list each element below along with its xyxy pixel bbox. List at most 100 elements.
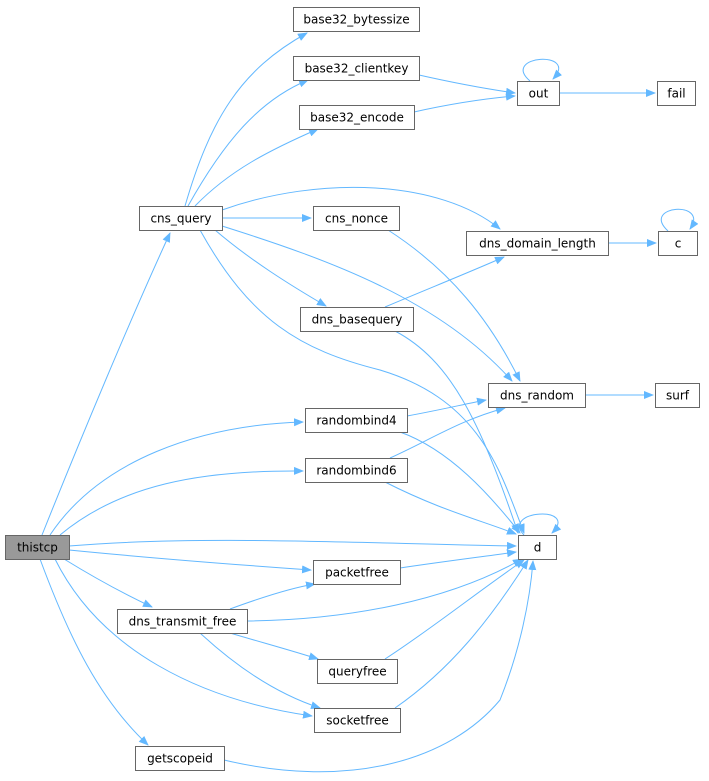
node-base32_bytessize[interactable]: base32_bytessize [293, 7, 420, 32]
node-box[interactable] [299, 105, 415, 130]
node-base32_clientkey[interactable]: base32_clientkey [293, 56, 420, 81]
edge-randombind4-to-d [399, 431, 521, 534]
node-label: randombind4 [316, 414, 396, 428]
node-box[interactable] [658, 231, 698, 256]
node-box[interactable] [305, 408, 408, 433]
edge-socketfree-to-d [394, 559, 529, 709]
node-dns_random[interactable]: dns_random [488, 383, 586, 408]
node-box[interactable] [300, 307, 414, 332]
node-box[interactable] [657, 81, 696, 106]
node-box[interactable] [139, 206, 223, 231]
edge-thistcp-to-dns_transmit_free [63, 558, 153, 608]
node-box[interactable] [314, 708, 401, 733]
node-box[interactable] [313, 560, 401, 585]
edge-queryfree-to-d [384, 559, 525, 660]
node-fail[interactable]: fail [657, 81, 696, 106]
nodes: thistcp cns_query base32_bytessize base32_c… [5, 7, 700, 771]
edge-base32_clientkey-to-out [418, 74, 516, 96]
node-box[interactable] [305, 458, 408, 483]
edge-randombind4-to-dns_random [406, 397, 487, 417]
edge-dns_transmit_free-to-socketfree [199, 632, 321, 710]
edge-thistcp-to-getscopeid [39, 558, 149, 746]
node-label: cns_query [150, 212, 211, 226]
edge-dns_basequery-to-dns_domain_length [384, 256, 505, 308]
node-randombind6[interactable]: randombind6 [305, 458, 408, 483]
edge-cns_query-to-base32_encode [194, 128, 319, 207]
edge-getscopeid-to-d [223, 560, 537, 773]
edge-randombind6-to-d [384, 481, 517, 535]
node-box[interactable] [117, 609, 248, 634]
node-label: surf [666, 389, 690, 403]
node-label: dns_random [500, 389, 574, 403]
node-label: randombind6 [316, 464, 396, 478]
edge-randombind6-to-dns_random [389, 406, 506, 459]
node-box[interactable] [488, 383, 586, 408]
node-d[interactable]: d [518, 535, 557, 560]
node-label: cns_nonce [325, 212, 388, 226]
edge-dns_transmit_free-to-packetfree [229, 581, 316, 610]
node-surf[interactable]: surf [655, 383, 700, 408]
node-label: thistcp [17, 541, 58, 555]
node-label: base32_clientkey [305, 62, 409, 76]
node-box[interactable] [135, 746, 225, 771]
edge-cns_query-to-d [199, 229, 525, 534]
node-label: queryfree [328, 665, 386, 679]
node-box[interactable] [518, 535, 557, 560]
edge-thistcp-to-d [68, 539, 517, 550]
node-label: socketfree [326, 714, 388, 728]
edge-cns_nonce-to-dns_random [387, 229, 521, 382]
node-queryfree[interactable]: queryfree [317, 659, 398, 684]
node-box[interactable] [313, 206, 400, 231]
node-label: dns_basequery [312, 313, 403, 327]
node-dns_transmit_free[interactable]: dns_transmit_free [117, 609, 248, 634]
node-label: fail [667, 87, 685, 101]
node-cns_query[interactable]: cns_query [139, 206, 223, 231]
node-out[interactable]: out [517, 81, 560, 106]
node-label: dns_domain_length [479, 237, 596, 251]
edge-thistcp-to-randombind4 [49, 418, 304, 536]
edge-thistcp-to-randombind6 [59, 466, 304, 536]
edge-cns_query-to-base32_clientkey [187, 79, 309, 207]
node-thistcp[interactable]: thistcp [5, 535, 70, 560]
node-box[interactable] [5, 535, 70, 560]
edge-c-to-c [660, 208, 699, 232]
edge-base32_encode-to-out [413, 92, 516, 113]
node-c[interactable]: c [658, 231, 698, 256]
edge-packetfree-to-d [399, 549, 517, 569]
edges [39, 32, 699, 773]
node-label: dns_transmit_free [129, 615, 237, 629]
node-box[interactable] [293, 56, 420, 81]
node-box[interactable] [466, 231, 609, 256]
edge-thistcp-to-cns_query [41, 232, 171, 536]
edge-cns_query-to-dns_basequery [214, 229, 327, 307]
node-label: d [534, 541, 542, 555]
node-base32_encode[interactable]: base32_encode [299, 105, 415, 130]
node-box[interactable] [293, 7, 420, 32]
node-box[interactable] [517, 81, 560, 106]
node-label: base32_encode [310, 111, 404, 125]
node-dns_basequery[interactable]: dns_basequery [300, 307, 414, 332]
node-getscopeid[interactable]: getscopeid [135, 746, 225, 771]
edge-dns_transmit_free-to-d [246, 558, 523, 622]
node-packetfree[interactable]: packetfree [313, 560, 401, 585]
edge-cns_query-to-dns_domain_length [221, 186, 501, 230]
node-label: base32_bytessize [303, 13, 409, 27]
node-box[interactable] [655, 383, 700, 408]
edge-cns_query-to-base32_bytessize [184, 32, 308, 207]
edge-d-to-d [519, 513, 562, 536]
edge-dns_transmit_free-to-queryfree [229, 632, 319, 661]
edge-thistcp-to-packetfree [68, 549, 312, 574]
node-cns_nonce[interactable]: cns_nonce [313, 206, 400, 231]
node-label: out [529, 87, 549, 101]
edge-thistcp-to-socketfree [54, 558, 313, 719]
edge-cns_query-to-dns_random [221, 225, 513, 382]
edge-out-to-out [522, 58, 563, 82]
node-label: getscopeid [147, 752, 213, 766]
node-dns_domain_length[interactable]: dns_domain_length [466, 231, 609, 256]
node-label: c [675, 237, 682, 251]
node-socketfree[interactable]: socketfree [314, 708, 401, 733]
node-box[interactable] [317, 659, 398, 684]
node-label: packetfree [325, 566, 389, 580]
node-randombind4[interactable]: randombind4 [305, 408, 408, 433]
